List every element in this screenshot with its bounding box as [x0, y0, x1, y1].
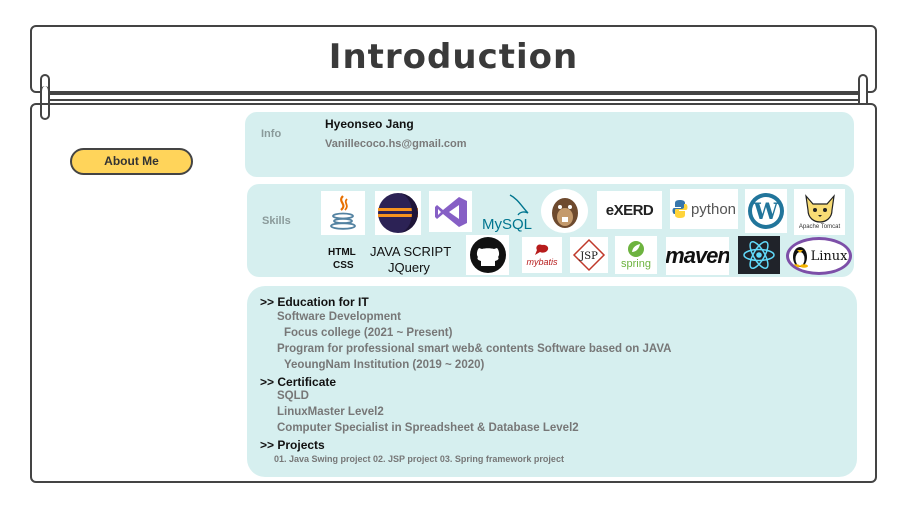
eclipse-icon — [375, 191, 421, 235]
education-panel — [247, 286, 857, 477]
certificate-heading: >> Certificate — [260, 375, 337, 389]
info-label: Info — [261, 128, 282, 140]
tomcat-logo-text: Apache Tomcat — [798, 224, 841, 230]
svg-text:W: W — [753, 199, 779, 225]
mybatis-icon: mybatis — [522, 237, 562, 273]
github-icon — [466, 235, 509, 275]
spring-logo-text: spring — [621, 258, 651, 270]
education-item: YeoungNam Institution (2019 ~ 2020) — [284, 359, 485, 371]
skill-css: CSS — [333, 260, 354, 271]
projects-list[interactable]: 01. Java Swing project 02. JSP project 0… — [274, 454, 564, 464]
python-logo-text: python — [690, 200, 737, 218]
education-item: Program for professional smart web& cont… — [277, 343, 672, 355]
mysql-icon: MySQL — [480, 191, 533, 235]
python-icon: python — [670, 189, 738, 229]
java-icon — [321, 191, 365, 235]
hanging-rod — [40, 99, 866, 101]
skill-html: HTML — [328, 247, 356, 258]
maven-icon: maven — [666, 237, 729, 275]
jsp-icon: JSP — [570, 237, 608, 273]
skill-javascript: JAVA SCRIPT — [370, 244, 452, 259]
certificate-item: SQLD — [277, 390, 309, 402]
skills-label: Skills — [262, 215, 291, 227]
dbeaver-icon — [541, 189, 588, 233]
visual-studio-icon — [429, 191, 472, 232]
maven-logo-text: maven — [666, 243, 729, 268]
hanging-rod — [40, 93, 866, 95]
title-frame: Introduction — [30, 25, 877, 93]
exerd-logo-text: eXERD — [605, 201, 654, 219]
mybatis-logo-text: mybatis — [526, 257, 558, 267]
spring-icon: spring — [615, 236, 657, 274]
jsp-logo-text: JSP — [579, 251, 598, 262]
projects-heading: >> Projects — [260, 438, 325, 452]
linux-logo-text: Linux — [810, 248, 848, 264]
certificate-item: Computer Specialist in Spreadsheet & Dat… — [277, 422, 579, 434]
skill-jquery: JQuery — [388, 260, 430, 275]
left-pin — [40, 86, 50, 120]
education-heading: >> Education for IT — [260, 295, 369, 309]
info-panel — [245, 112, 854, 177]
exerd-icon: eXERD — [597, 191, 662, 229]
tomcat-icon: Apache Tomcat — [794, 189, 845, 235]
linux-icon: Linux — [786, 237, 852, 275]
education-item: Software Development — [277, 311, 401, 323]
profile-name: Hyeonseo Jang — [325, 117, 414, 131]
about-me-button[interactable]: About Me — [70, 148, 193, 175]
education-item: Focus college (2021 ~ Present) — [284, 327, 453, 339]
profile-email[interactable]: Vanillecoco.hs@gmail.com — [325, 138, 467, 150]
certificate-item: LinuxMaster Level2 — [277, 406, 384, 418]
mysql-logo-text: MySQL — [482, 216, 532, 233]
page-title: Introduction — [328, 37, 579, 77]
react-icon — [738, 236, 780, 274]
wordpress-icon: W — [745, 189, 787, 233]
